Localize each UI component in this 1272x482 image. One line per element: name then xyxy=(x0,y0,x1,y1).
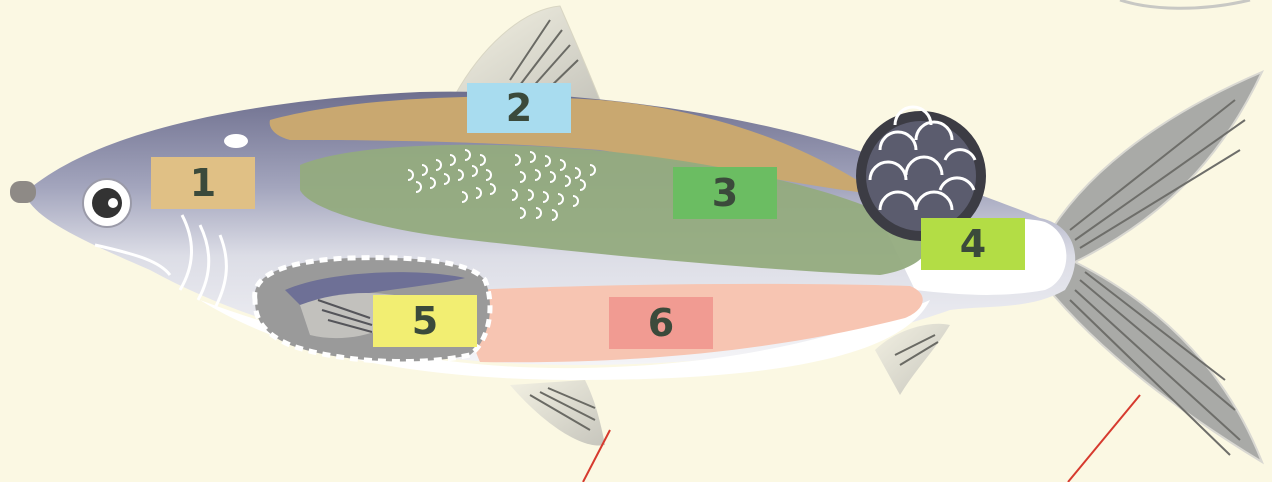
red-line-left xyxy=(582,429,611,482)
scale-pattern xyxy=(407,149,596,221)
anal-fin xyxy=(875,323,950,395)
eye xyxy=(82,178,132,228)
label-2: 2 xyxy=(467,83,571,133)
label-6: 6 xyxy=(609,297,713,349)
tail-fin xyxy=(1044,70,1265,465)
label-4: 4 xyxy=(921,218,1025,270)
pelvic-fin xyxy=(510,380,605,446)
label-3: 3 xyxy=(673,167,777,219)
snout xyxy=(10,181,36,203)
label-5: 5 xyxy=(373,295,477,347)
lateral-muscle xyxy=(300,144,930,275)
tail-fin-rays xyxy=(1069,99,1246,456)
nostril xyxy=(224,134,248,148)
scale-magnifier xyxy=(856,105,986,241)
label-1: 1 xyxy=(151,157,255,209)
red-line-right xyxy=(1067,394,1141,482)
gill-lines xyxy=(94,214,228,307)
